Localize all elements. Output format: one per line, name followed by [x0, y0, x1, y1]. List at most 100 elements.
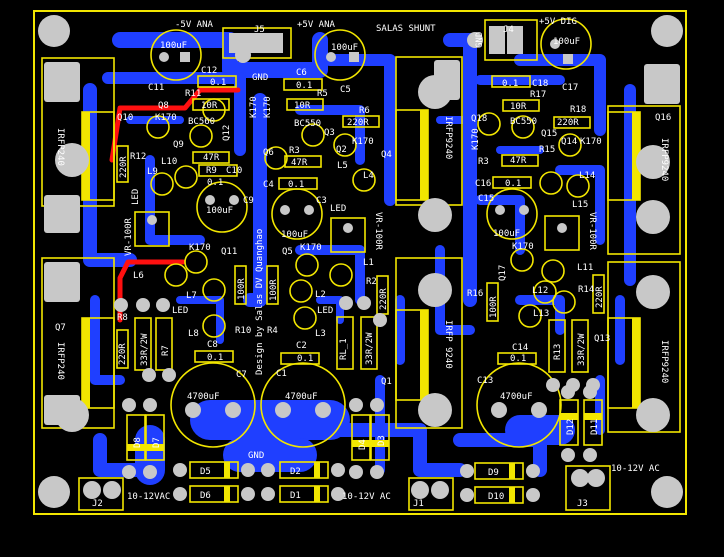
- label-r15: R15: [539, 145, 555, 155]
- label-c1: C1: [276, 369, 287, 379]
- label-q15-type: BC550: [510, 117, 537, 127]
- label-r4-val: 100R: [269, 279, 279, 301]
- label-q18-type: K170: [471, 128, 481, 150]
- label-pos5v-dig: +5V DIG: [539, 17, 577, 27]
- label-r2-val: 220R: [379, 288, 389, 310]
- label-led-left: LED: [131, 189, 141, 205]
- label-led-center: LED: [330, 204, 346, 214]
- label-l7: L7: [186, 291, 197, 301]
- label-q7-type: IRFP240: [55, 342, 65, 380]
- label-j1: J1: [413, 499, 424, 509]
- label-l12: L12: [532, 286, 548, 296]
- label-r16: R16: [467, 289, 483, 299]
- label-r14: R14: [578, 285, 594, 295]
- label-q7: Q7: [55, 323, 66, 333]
- label-q14-type: K170: [580, 137, 602, 147]
- label-c14-val: 0.1: [510, 354, 526, 364]
- mounting-hole: [651, 476, 683, 508]
- label-q5-type: K170: [300, 243, 322, 253]
- label-q13-type: IRFP9240: [659, 340, 669, 383]
- label-l4: L4: [363, 171, 374, 181]
- label-c7: C7: [236, 370, 247, 380]
- pcb-labels: -5V ANA +5V ANA SALAS SHUNT +5V DIG J5 J…: [55, 17, 671, 509]
- label-d5: D5: [200, 467, 211, 477]
- label-l14: L14: [579, 171, 595, 181]
- label-q2: Q2: [336, 145, 347, 155]
- label-gnd-j4: GND: [475, 32, 485, 48]
- label-q17: Q17: [498, 265, 508, 281]
- label-c6: C6: [296, 68, 307, 78]
- label-vr-center: VR-100R: [373, 212, 383, 251]
- mounting-hole: [38, 15, 70, 47]
- label-d8: D8: [133, 437, 143, 448]
- label-r17: R17: [530, 90, 546, 100]
- label-l3: L3: [315, 329, 326, 339]
- label-vr-right: VR-100R: [587, 212, 597, 251]
- label-c18-val: 0.1: [502, 79, 518, 89]
- label-l8: L8: [188, 329, 199, 339]
- label-q14: Q14: [561, 137, 577, 147]
- label-q15: Q15: [541, 129, 557, 139]
- label-d11: D11: [590, 419, 600, 435]
- label-d4: D4: [358, 439, 368, 450]
- label-q13: Q13: [594, 334, 610, 344]
- label-l15: L15: [572, 200, 588, 210]
- label-c2: C2: [296, 341, 307, 351]
- label-c4: C4: [263, 180, 274, 190]
- label-j4: J4: [503, 25, 514, 35]
- label-c13-val: 4700uF: [500, 392, 533, 402]
- label-l1: L1: [363, 258, 374, 268]
- label-c10-val: 0.1: [207, 178, 223, 188]
- label-r10-val: 100R: [237, 278, 247, 300]
- label-design-credit: Design by Salas DV Quanghao: [255, 229, 265, 375]
- label-c12-val: 0.1: [210, 78, 226, 88]
- label-l6: L6: [133, 271, 144, 281]
- label-c16-val: 0.1: [505, 179, 521, 189]
- label-c17: C17: [562, 83, 578, 93]
- label-r12-val: 220R: [119, 156, 129, 178]
- label-q1: Q1: [381, 377, 392, 387]
- label-c3: C3: [316, 196, 327, 206]
- label-q-mid-type: IRFP9240: [443, 116, 453, 159]
- label-c13: C13: [477, 376, 493, 386]
- label-ac-j3: 10-12V AC: [611, 464, 660, 474]
- label-neg5v-ana: -5V ANA: [175, 20, 214, 30]
- label-q8: Q8: [158, 101, 169, 111]
- label-j3: J3: [577, 499, 588, 509]
- label-j2: J2: [92, 499, 103, 509]
- label-d1: D1: [290, 491, 301, 501]
- label-r3-val: 47R: [291, 158, 308, 168]
- label-c1-val: 4700uF: [285, 392, 318, 402]
- label-q9: Q9: [173, 140, 184, 150]
- label-q18: Q18: [471, 114, 487, 124]
- label-r9-val: 47R: [203, 153, 220, 163]
- label-r10: R10: [235, 326, 251, 336]
- silkscreen-outlines: [41, 18, 681, 511]
- label-led-center2: LED: [317, 306, 333, 316]
- label-r11-val: 10R: [201, 101, 218, 111]
- label-rl1: RL_1: [339, 338, 349, 360]
- label-salas-shunt: SALAS SHUNT: [376, 24, 436, 34]
- label-c10: C10: [226, 166, 242, 176]
- label-r3: R3: [289, 146, 300, 156]
- label-r18-val: 220R: [557, 118, 579, 128]
- label-d12: D12: [566, 419, 576, 435]
- label-d2: D2: [290, 467, 301, 477]
- label-q3-type: BC550: [294, 119, 321, 129]
- label-q2-type: K170: [352, 137, 374, 147]
- label-q7-top-type: IRFP240: [55, 128, 65, 166]
- label-ac-j2: 10-12VAC: [127, 492, 170, 502]
- label-r18: R18: [570, 105, 586, 115]
- label-d7: D7: [152, 437, 162, 448]
- label-c9: C9: [243, 196, 254, 206]
- label-q4: Q4: [381, 150, 392, 160]
- label-c5-val: 100uF: [331, 43, 358, 53]
- label-r6: R6: [359, 106, 370, 116]
- label-c14: C14: [512, 343, 528, 353]
- mounting-holes: [38, 15, 683, 508]
- label-c17-val: 100uF: [553, 37, 580, 47]
- label-led-left2: LED: [172, 306, 188, 316]
- label-c9-val: 100uF: [206, 206, 233, 216]
- label-c3-val: 100uF: [281, 230, 308, 240]
